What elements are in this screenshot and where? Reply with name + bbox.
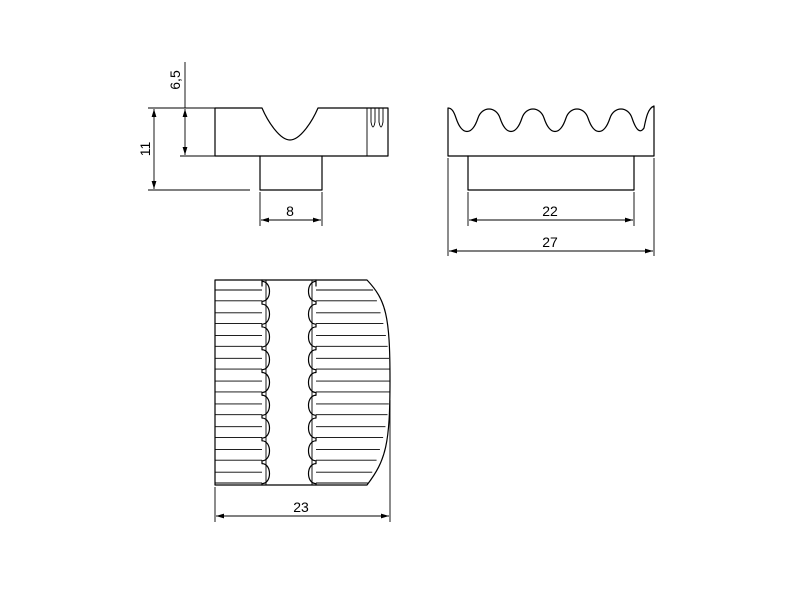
dim-8-label: 8 — [286, 203, 294, 219]
front-view-serration-detail — [370, 108, 384, 128]
side-view-outline — [447, 105, 655, 157]
side-view: 22 27 — [447, 105, 655, 256]
dim-6-5-label: 6,5 — [167, 70, 183, 90]
top-view: 23 — [214, 279, 391, 522]
top-view-left-groove-wall — [261, 279, 271, 486]
dim-11-label: 11 — [137, 142, 153, 157]
dim-27-label: 27 — [542, 234, 558, 250]
side-view-base — [467, 155, 635, 191]
top-view-right-groove-wall — [307, 279, 317, 486]
top-view-outline — [214, 279, 391, 486]
front-view: 11 6,5 8 — [137, 62, 389, 226]
top-view-grooves — [215, 280, 390, 485]
dim-23-label: 23 — [293, 499, 309, 515]
front-view-outline — [214, 107, 389, 191]
dim-22-label: 22 — [542, 203, 558, 219]
